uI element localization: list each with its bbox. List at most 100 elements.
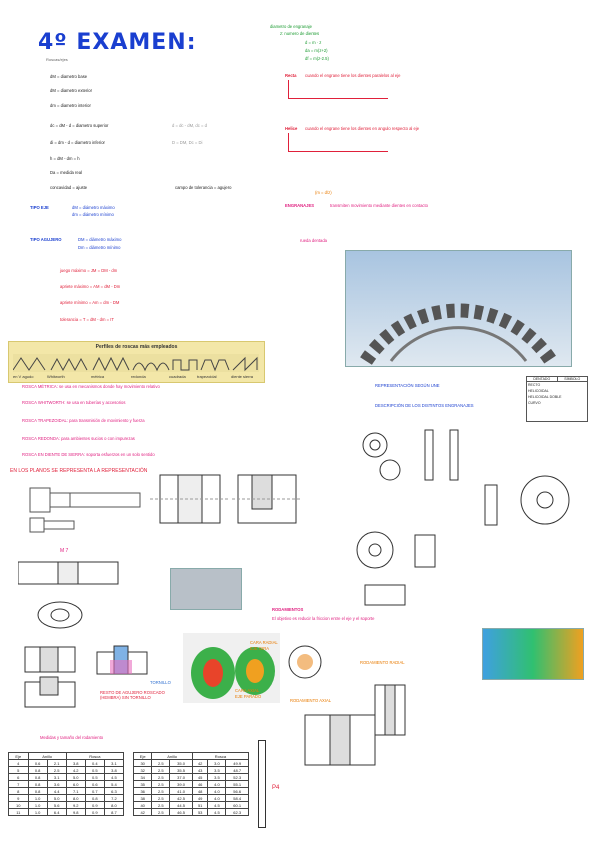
- gear-header: z: numero de dientes: [280, 31, 320, 36]
- rosca-note: ROSCA WHITWORTH: se usa en tuberías y ac…: [22, 400, 126, 405]
- eng-label: ENGRANAJES: [285, 203, 315, 208]
- page-subtitle: Roscas/ejes: [46, 57, 68, 62]
- axial-label: RODAMIENTO AXIAL: [290, 698, 332, 703]
- descripcion: DESCRIPCIÓN DE LOS DISTINTOS ENGRANAJES: [375, 403, 474, 408]
- thread-label: métrica: [91, 374, 105, 379]
- rodamientos-label: RODAMIENTOS: [272, 607, 304, 612]
- recta-label: Recta: [285, 73, 297, 78]
- resto-label: RESTO DE AGUJERO ROSCADO (HEMBRA) SIN TO…: [100, 690, 165, 700]
- def-item: di = dm - d = diametro inferior: [50, 140, 105, 145]
- cara-label: CARA RADIAL: [250, 640, 278, 645]
- def-item: concavidad = ajuste: [50, 185, 88, 190]
- def-note: campo de tolerancia = agujero: [175, 185, 232, 190]
- gear-formula: df = m(z-2.5): [305, 56, 329, 61]
- screw-assembly-drawing: [24, 646, 76, 708]
- rosca-note: ROSCA MÉTRICA: se usa en mecanismos dond…: [22, 384, 160, 389]
- recta-desc: cuando el engrane tiene los dientes para…: [305, 73, 401, 78]
- tipo-agujero-label: TIPO AGUJERO: [30, 237, 62, 242]
- tipo-eje-line: dm = diámetro mínimo: [72, 212, 114, 217]
- table-title: Medidas y tamaño del rodamiento: [40, 735, 104, 740]
- gear-header: diametro de engranaje: [270, 24, 312, 29]
- thread-label: redonda: [131, 374, 146, 379]
- hole-section-drawing: [232, 474, 302, 524]
- radial-bearing-drawing: [374, 684, 406, 736]
- def-item: dm = diametro interior: [50, 103, 91, 108]
- def-item: dM = diametro exterior: [50, 88, 93, 93]
- cara-label: EJE GIRA: [250, 646, 270, 651]
- cara-label: EJE PARADO: [235, 694, 262, 699]
- axial-bearing-drawing: [304, 714, 376, 766]
- radial-label: RODAMIENTO RADIAL: [360, 660, 405, 665]
- tipo-eje-line: dM = diámetro máximo: [72, 205, 115, 210]
- helice-desc: cuando el engrane tiene los dientes en a…: [305, 126, 420, 131]
- rosca-note: ROSCA TRAPEZOIDAL: para transmisión de m…: [22, 418, 145, 423]
- juego-line: tolerancia = T = dM - dm = IT: [60, 317, 114, 322]
- page-title: 4º EXAMEN:: [38, 30, 197, 55]
- def-item: dc = dM - d = diametro superior: [50, 123, 109, 128]
- gear-diagrams: [356, 429, 570, 606]
- tipo-eje-label: TIPO EJE: [30, 205, 49, 210]
- nut-drawing: [37, 601, 83, 629]
- tornillo-label: TORNILLO: [150, 680, 171, 685]
- thread-label: diente sierra: [231, 374, 254, 379]
- rosca-note: ROSCA REDONDA: para ambientes sucios o c…: [22, 436, 135, 441]
- juego-line: apriete máximo = AM = dM - Dm: [60, 284, 121, 289]
- juego-line: juego máximo = JM = DM - dm: [60, 268, 118, 273]
- m7-label: M 7: [60, 548, 69, 554]
- eng-formula: (m = d/z): [315, 190, 332, 195]
- def-item: h = dM - dm = h: [50, 156, 80, 161]
- tipo-agujero-line: DM = diámetro máximo: [78, 237, 122, 242]
- eng-ruedas: rueda dentada: [300, 238, 328, 243]
- thread-profiles-banner: Perfiles de roscas más empleados en V ag…: [8, 341, 265, 383]
- bolt-drawing: [29, 487, 141, 533]
- side-label: P4: [272, 785, 280, 791]
- eng-desc: transmiten movimiento mediante dientes e…: [330, 203, 428, 208]
- thread-label: en V agudo: [13, 374, 34, 379]
- section-title: EN LOS PLANOS SE REPRESENTA LA REPRESENT…: [10, 468, 148, 474]
- side-bar: [258, 740, 266, 828]
- def-arrow: D = DM, Dc = Di: [172, 140, 203, 145]
- juego-line: apriete mínimo = Am = dm - DM: [60, 300, 120, 305]
- thread-profiles-graphic: [13, 354, 259, 372]
- shaft-section-drawing: [150, 474, 230, 524]
- def-item: Da = medida real: [50, 170, 83, 175]
- gear-photo: [345, 250, 572, 367]
- bolt-3d-image: [170, 568, 242, 610]
- thread-label: Whitworth: [47, 374, 65, 379]
- banner-title: Perfiles de roscas más empleados: [95, 344, 178, 350]
- rodamientos-desc: El objetivo es reducir la friccion entre…: [272, 616, 375, 621]
- cara-label: CARA AXIAL: [235, 688, 260, 693]
- thread-label: cuadrada: [169, 374, 186, 379]
- representacion: REPRESENTACIÓN SEGÚN UNE: [375, 383, 440, 388]
- thread-label: trapezoidal: [197, 374, 217, 379]
- axial-bearing-image: [482, 628, 584, 680]
- tipo-agujero-line: Dm = diámetro mínimo: [78, 245, 121, 250]
- def-item: dM = diametro base: [50, 74, 88, 79]
- symbol-table: DENTADO SÍMBOLO RECTO HELICOIDAL HELICOI…: [526, 376, 588, 422]
- m7-drawing: [18, 561, 119, 585]
- helice-label: Helice: [285, 126, 298, 131]
- rosca-note: ROSCA EN DIENTE DE SIERRA: soporta esfue…: [22, 452, 155, 457]
- gear-formula: d = m · z: [305, 40, 322, 45]
- def-arrow: d = dc - dM, dc = d: [172, 123, 207, 128]
- bearing-drawing: [288, 645, 322, 679]
- bearing-image: [183, 633, 280, 703]
- gear-formula: da = m(z+2): [305, 48, 328, 53]
